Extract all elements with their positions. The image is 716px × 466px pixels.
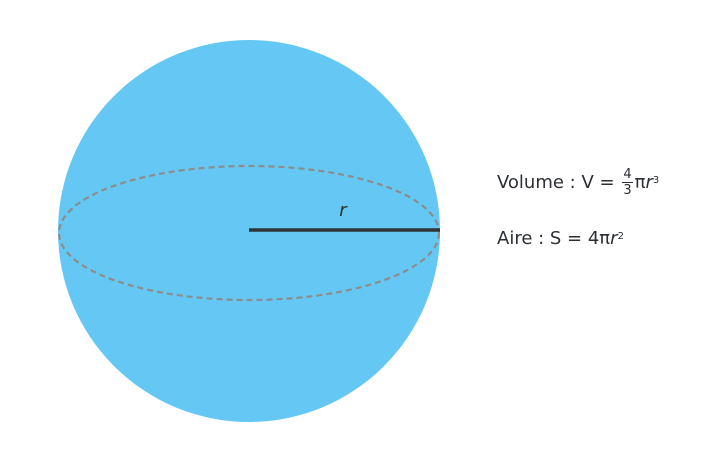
- volume-variable: r: [645, 171, 653, 193]
- volume-fraction: 4 3: [622, 167, 633, 198]
- surface-coefficient: 4π: [587, 228, 611, 249]
- fraction-numerator: 4: [622, 167, 633, 183]
- surface-variable: r: [610, 228, 618, 249]
- surface-label: Aire : S: [497, 228, 562, 249]
- volume-label: Volume : V: [497, 171, 594, 193]
- surface-exponent: 2: [617, 231, 624, 242]
- surface-formula: Aire : S = 4π r 2: [497, 230, 624, 248]
- equator-ellipse: [57, 164, 441, 302]
- volume-formula: Volume : V = 4 3 π r 3: [497, 168, 659, 197]
- volume-equals: =: [593, 171, 621, 193]
- fraction-denominator: 3: [623, 183, 632, 198]
- volume-pi: π: [634, 171, 646, 193]
- radius-label: r: [339, 200, 348, 221]
- surface-equals: =: [561, 228, 588, 249]
- volume-exponent: 3: [652, 174, 660, 186]
